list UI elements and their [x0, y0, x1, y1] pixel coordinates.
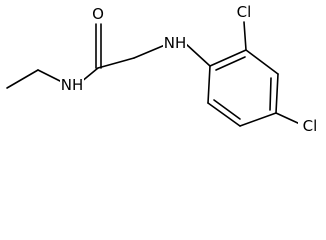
ring-bond-c6-c1	[207, 65, 211, 104]
bond-ch3-ch2	[6, 69, 39, 89]
bonds	[6, 21, 301, 127]
ring-inner-double-c3-c4	[269, 77, 272, 111]
bond-ch2-amine-n	[133, 44, 166, 59]
molecule-structure: O NH NH Cl Cl	[6, 3, 322, 135]
ring-bond-c1-c2	[209, 49, 247, 67]
bond-amine-n-ring	[185, 43, 211, 67]
ring-bond-c5-c6	[207, 102, 241, 127]
ring-inner-double-c1-c2	[215, 56, 246, 71]
bond-ring-cl-ortho	[243, 21, 247, 51]
atom-amine-nh-label: NH	[164, 34, 187, 52]
ring-bond-c3-c4	[275, 73, 279, 114]
atom-amide-nh: NH	[60, 76, 84, 94]
bond-carbonyl-ch2	[97, 57, 135, 69]
atom-o: O	[90, 5, 107, 23]
ring-bond-c4-c5	[239, 112, 277, 127]
atom-cl-para-label: Cl	[303, 117, 318, 135]
atom-cl-para: Cl	[298, 117, 322, 135]
atom-labels: O NH NH Cl Cl	[60, 3, 322, 135]
bond-ch2-amide-n	[37, 69, 63, 83]
atom-amide-nh-label: NH	[61, 76, 84, 94]
atom-amine-nh: NH	[163, 34, 187, 52]
atom-cl-ortho-label: Cl	[237, 3, 252, 21]
ring-inner-double-c5-c6	[213, 99, 241, 120]
ring-bond-c2-c3	[245, 49, 279, 75]
atom-o-label: O	[92, 5, 104, 23]
bond-ring-cl-para	[275, 112, 301, 125]
atom-cl-ortho: Cl	[232, 3, 256, 21]
